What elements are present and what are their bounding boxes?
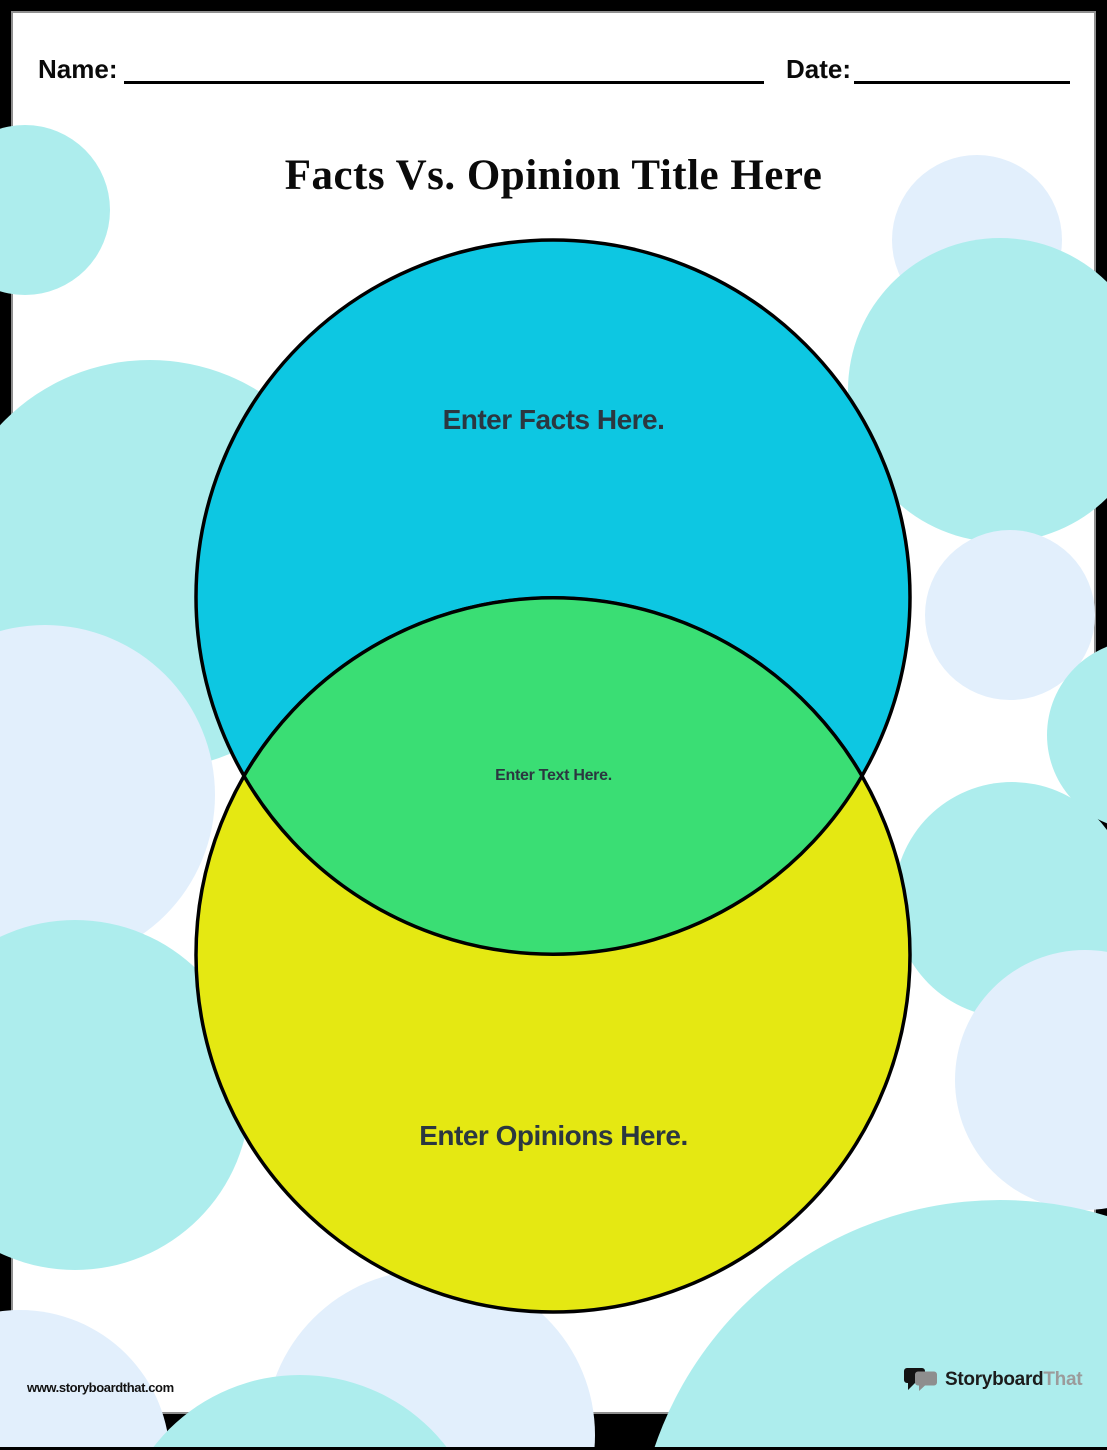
decorative-circle <box>925 530 1095 700</box>
name-label: Name: <box>38 54 118 84</box>
logo-text-storyboard: Storyboard <box>945 1369 1044 1390</box>
intersection-placeholder-label[interactable]: Enter Text Here. <box>495 767 612 784</box>
storyboardthat-logo: StoryboardThat <box>904 1368 1083 1392</box>
date-blank-line[interactable] <box>854 81 1070 84</box>
speech-bubbles-icon <box>904 1368 937 1391</box>
worksheet-title[interactable]: Facts Vs. Opinion Title Here <box>284 152 823 199</box>
website-url: www.storyboardthat.com <box>27 1380 174 1395</box>
facts-placeholder-label[interactable]: Enter Facts Here. <box>442 404 665 435</box>
intersection-region[interactable] <box>241 596 865 956</box>
date-label: Date: <box>786 54 852 84</box>
bubble-gray <box>915 1371 937 1391</box>
logo-text: StoryboardThat <box>945 1369 1083 1391</box>
logo-text-that: That <box>1043 1369 1083 1390</box>
opinions-placeholder-label[interactable]: Enter Opinions Here. <box>419 1120 688 1151</box>
name-blank-line[interactable] <box>124 81 764 84</box>
